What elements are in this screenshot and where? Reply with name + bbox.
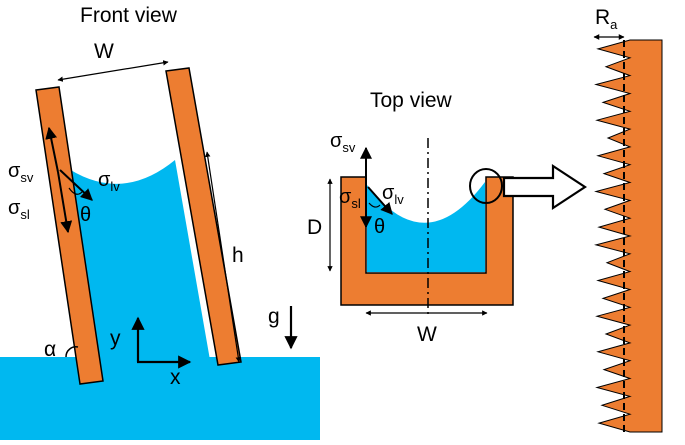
top-theta-arc bbox=[368, 202, 381, 208]
alpha-label: α bbox=[44, 338, 56, 361]
top-sigma-sl-label: σsl bbox=[339, 186, 361, 211]
sigma-sl-label: σsl bbox=[8, 197, 30, 222]
theta-arc bbox=[68, 187, 83, 195]
sigma-sv-arrow bbox=[45, 126, 59, 173]
liquid-column bbox=[63, 160, 210, 360]
height-label: h bbox=[232, 244, 244, 267]
width-dimension-arrow bbox=[57, 60, 169, 82]
depth-label: D bbox=[307, 216, 322, 239]
gravity-label: g bbox=[268, 305, 280, 328]
y-axis-label: y bbox=[110, 327, 121, 350]
sigma-sv-label: σsv bbox=[8, 160, 34, 185]
top-theta-label: θ bbox=[374, 216, 385, 238]
roughness-label: Ra bbox=[595, 6, 618, 32]
front-view: Front view W h σsv σsl σlv θ α y x g bbox=[0, 4, 320, 440]
zoom-circle bbox=[469, 168, 503, 204]
front-view-title: Front view bbox=[80, 4, 178, 27]
alpha-arc bbox=[65, 346, 79, 358]
sigma-sl-arrow bbox=[57, 171, 73, 234]
top-width-label: W bbox=[417, 323, 437, 346]
rough-surface-body bbox=[594, 39, 663, 433]
width-label: W bbox=[94, 40, 114, 63]
height-dimension-arrow bbox=[205, 151, 241, 363]
top-view: Top view D W σsv σsl σlv θ bbox=[307, 89, 588, 346]
roughness-detail: Ra bbox=[593, 6, 663, 433]
x-axis-label: x bbox=[170, 366, 181, 389]
sigma-lv-arrow bbox=[59, 169, 93, 201]
liquid-reservoir bbox=[0, 357, 320, 440]
top-view-title: Top view bbox=[370, 89, 453, 112]
left-plate bbox=[35, 86, 104, 385]
top-sigma-lv-arrow bbox=[367, 186, 393, 215]
channel-liquid bbox=[367, 182, 485, 272]
sigma-lv-label: σlv bbox=[98, 169, 120, 194]
top-sigma-sv-label: σsv bbox=[330, 130, 356, 155]
zoom-arrow bbox=[502, 163, 588, 211]
theta-label: θ bbox=[80, 204, 91, 226]
top-sigma-lv-label: σlv bbox=[382, 182, 404, 207]
